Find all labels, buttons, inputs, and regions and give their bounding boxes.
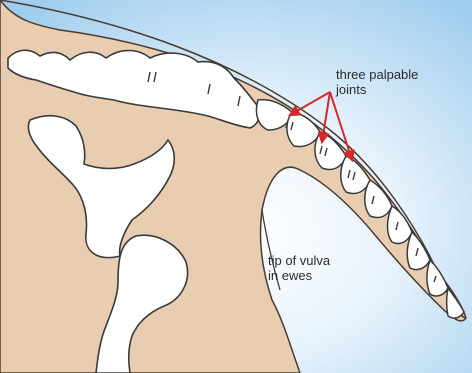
label-tip-of-vulva: tip of vulva in ewes [268, 253, 330, 283]
label-three-palpable-joints: three palpable joints [336, 67, 418, 97]
